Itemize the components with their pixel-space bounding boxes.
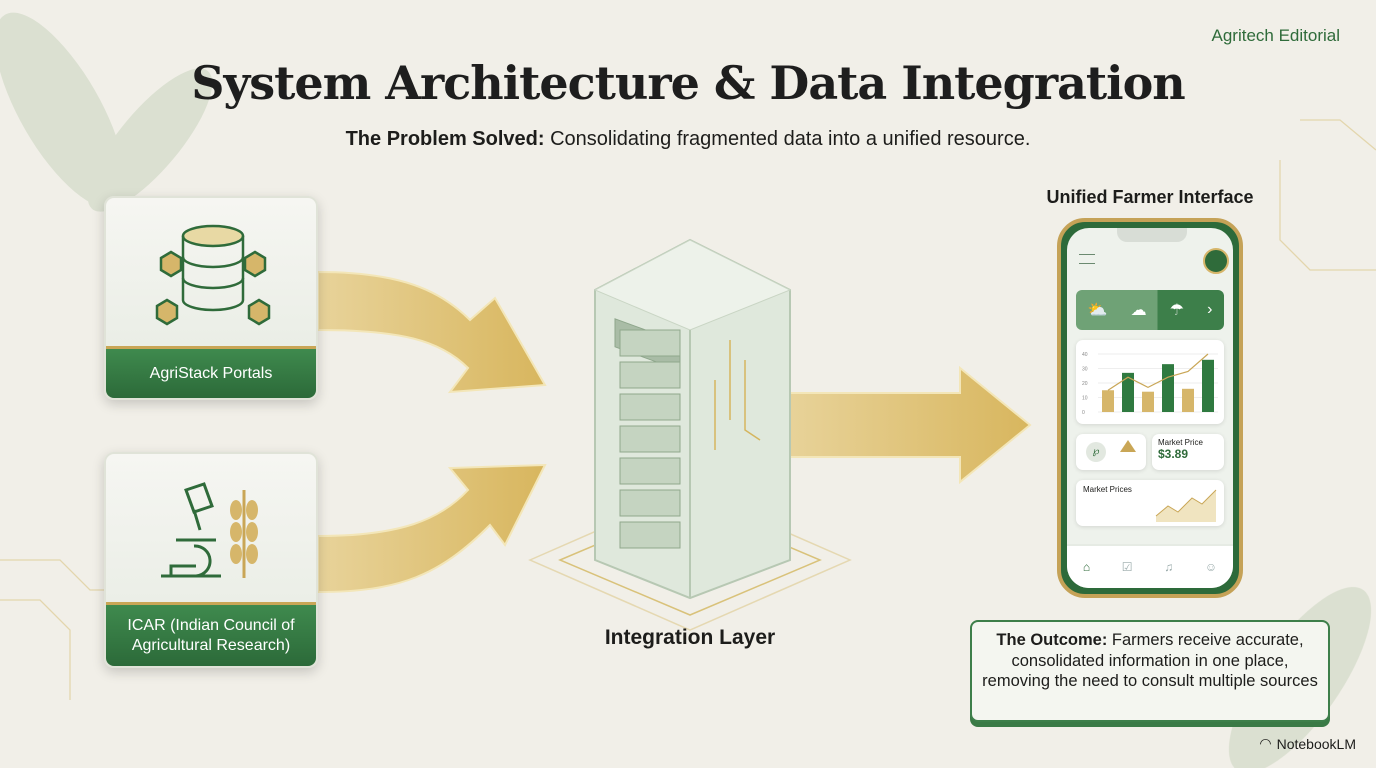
chart-bar bbox=[1182, 388, 1194, 412]
y-tick-label: 30 bbox=[1082, 367, 1088, 373]
profile-icon[interactable]: ☺ bbox=[1204, 560, 1218, 574]
data-flow-arrows bbox=[317, 270, 1032, 594]
market-price-label: Market Price bbox=[1158, 438, 1203, 447]
market-price-card: Market Price $3.89 bbox=[1152, 434, 1224, 470]
storm-icon: ☁ bbox=[1130, 302, 1147, 319]
price-trend-sparkline bbox=[1155, 489, 1217, 522]
server-tower-icon bbox=[593, 238, 792, 600]
page-title: System Architecture & Data Integration bbox=[191, 56, 1185, 110]
rain-icon: ☂ bbox=[1169, 302, 1184, 319]
trend-card: ℘ bbox=[1076, 434, 1146, 470]
brand-label: Agritech Editorial bbox=[1211, 26, 1340, 45]
chart-bar bbox=[1202, 359, 1214, 412]
tasks-icon[interactable]: ☑ bbox=[1121, 560, 1133, 574]
trend-line bbox=[1107, 353, 1209, 391]
outcome-text: Farmers receive accurate, consolidated i… bbox=[982, 631, 1318, 690]
home-icon[interactable]: ⌂ bbox=[1082, 560, 1091, 574]
sun-cloud-icon: ⛅ bbox=[1087, 302, 1108, 319]
phone-mockup: ⛅ ☁ ☂ › 0 10 20 30 40 ℘ Market Price $3.89 Mark… bbox=[1057, 218, 1243, 598]
bell-icon[interactable]: ♫ bbox=[1164, 560, 1174, 574]
subtitle-text: Consolidating fragmented data into a uni… bbox=[544, 128, 1031, 150]
chart-bar bbox=[1142, 391, 1154, 412]
notebooklm-badge: ◠NotebookLM bbox=[1259, 735, 1356, 752]
market-price-value: $3.89 bbox=[1158, 447, 1189, 461]
outcome-lead: The Outcome: bbox=[996, 631, 1108, 649]
signature-icon: ℘ bbox=[1086, 442, 1106, 462]
y-tick-label: 20 bbox=[1082, 381, 1088, 387]
chart-bar bbox=[1102, 390, 1114, 412]
y-tick-label: 0 bbox=[1082, 410, 1085, 416]
source-card-icar: ICAR (Indian Council of Agricultural Res… bbox=[104, 452, 318, 668]
subtitle-lead: The Problem Solved: bbox=[345, 128, 545, 150]
avatar[interactable] bbox=[1203, 248, 1229, 274]
phone-bar-chart: 0 10 20 30 40 bbox=[1082, 352, 1218, 416]
bottom-nav: ⌂ ☑ ♫ ☺ bbox=[1067, 544, 1233, 588]
microscope-wheat-icon bbox=[161, 482, 258, 578]
subtitle: The Problem Solved: Consolidating fragme… bbox=[0, 128, 1376, 151]
source-label: ICAR (Indian Council of Agricultural Res… bbox=[106, 602, 316, 666]
chevron-right-icon[interactable]: › bbox=[1207, 301, 1213, 318]
market-prices-card[interactable]: Market Prices bbox=[1076, 480, 1224, 526]
y-tick-label: 40 bbox=[1082, 352, 1088, 358]
phone-notch bbox=[1117, 228, 1187, 242]
outcome-callout: The Outcome: Farmers receive accurate, c… bbox=[970, 620, 1330, 722]
menu-icon[interactable] bbox=[1079, 254, 1095, 264]
chart-bar bbox=[1122, 372, 1134, 412]
y-tick-label: 10 bbox=[1082, 396, 1088, 402]
database-icon bbox=[155, 224, 271, 326]
source-label: AgriStack Portals bbox=[106, 346, 316, 398]
notebooklm-label: NotebookLM bbox=[1276, 735, 1356, 752]
chart-bar bbox=[1162, 364, 1174, 412]
phone-heading: Unified Farmer Interface bbox=[1046, 187, 1254, 207]
weather-widget[interactable]: ⛅ ☁ ☂ › bbox=[1076, 290, 1224, 330]
up-arrow-icon bbox=[1120, 440, 1136, 452]
integration-label: Integration Layer bbox=[604, 626, 776, 649]
phone-chart-card: 0 10 20 30 40 bbox=[1076, 340, 1224, 424]
market-prices-label: Market Prices bbox=[1083, 485, 1132, 494]
source-card-agristack: AgriStack Portals bbox=[104, 196, 318, 400]
notebooklm-icon: ◠ bbox=[1259, 735, 1272, 751]
